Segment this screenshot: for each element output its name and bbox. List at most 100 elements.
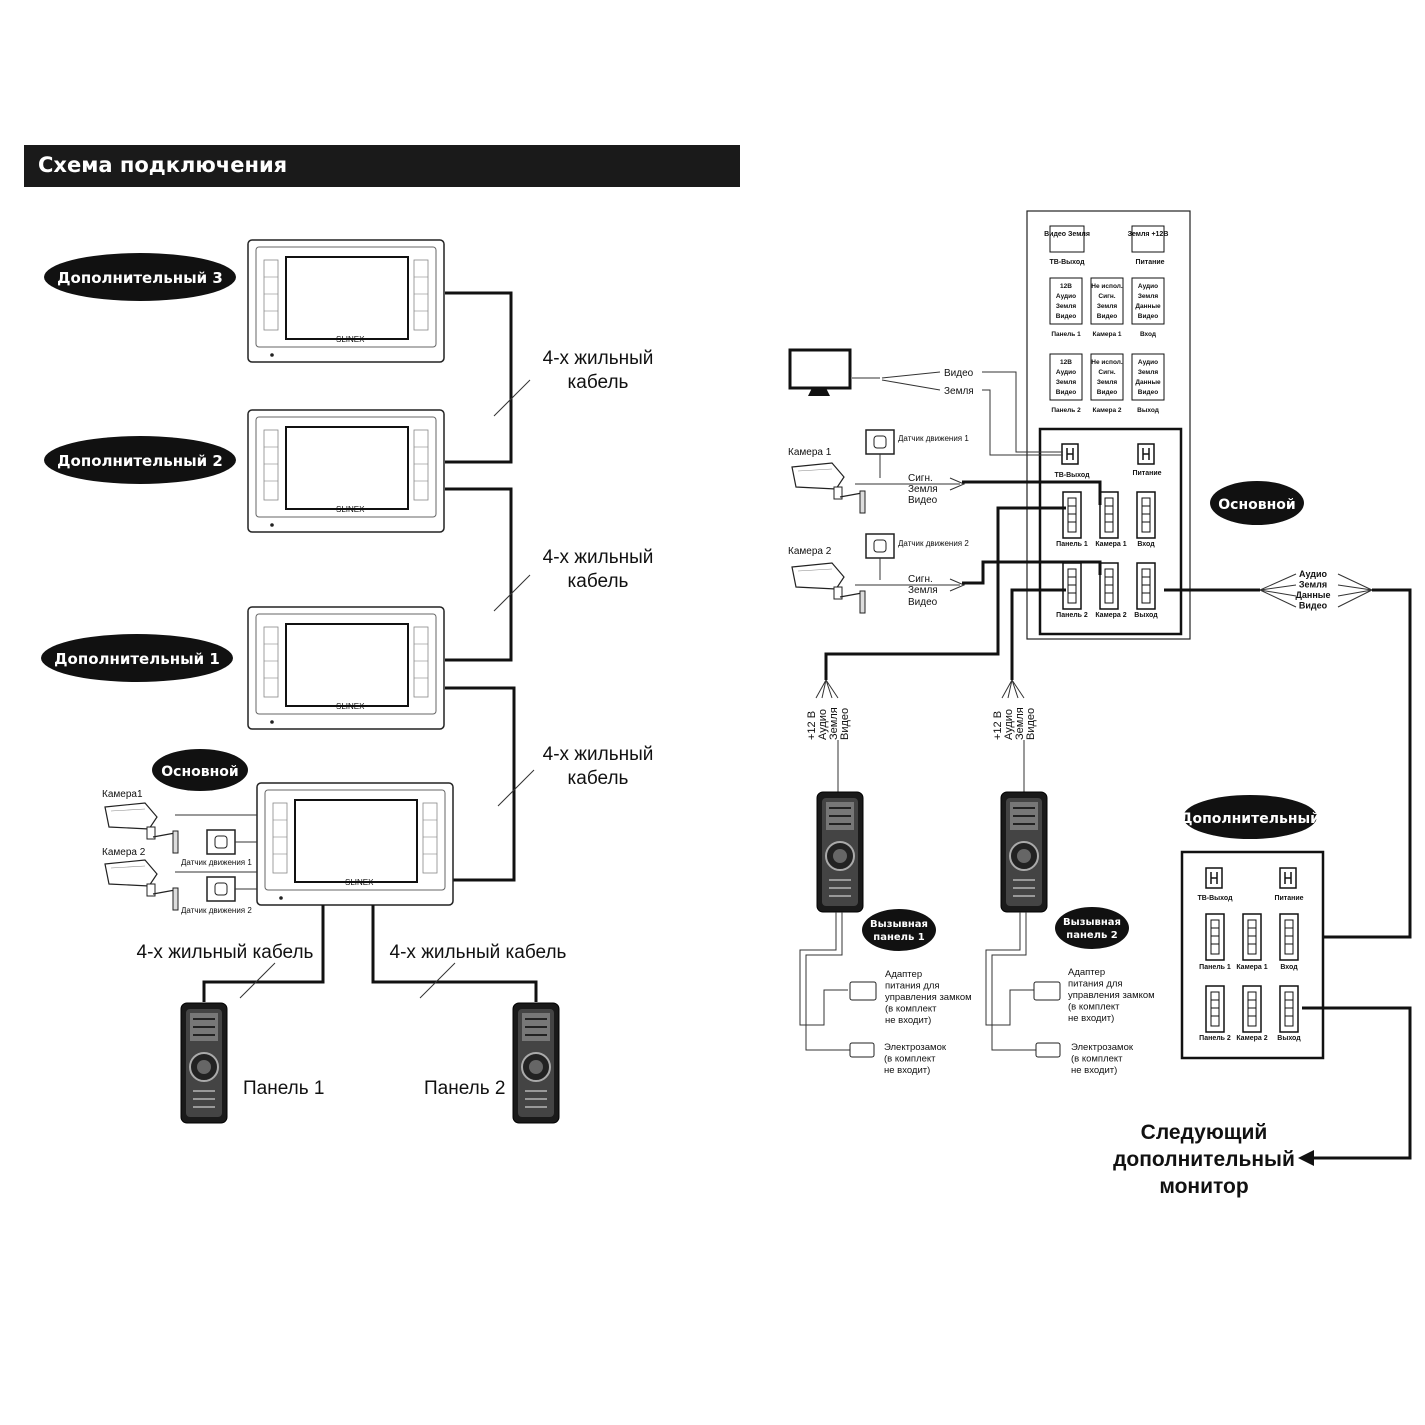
terminal-pin-label: Земля [1097,379,1118,386]
cable-label: 4-х жильный кабель [137,942,314,963]
power-pins-text: Земля +12В [1128,231,1169,238]
terminal-pin-label: Земля [1056,303,1077,310]
terminal-block-title: Панель 2 [1051,407,1081,414]
bus-wire-label: Видео [1299,601,1328,611]
cable-label: кабель [568,372,629,393]
extra-camera2-connector [1242,985,1262,1033]
sensor1-icon-right [865,429,895,455]
note-line: Электрозамок [884,1042,947,1053]
terminal-pin-label: Видео [1138,389,1158,396]
next-monitor-cable [1302,1006,1412,1160]
next-monitor-l2: дополнительный [1113,1148,1295,1171]
brand-label: SLINEX [336,505,365,514]
arrow-left-icon [1298,1150,1314,1166]
tv-ground-wire: Земля [944,386,974,397]
panel2-cable [1010,588,1066,680]
extra-tv-out-connector [1205,867,1223,889]
terminal-block-title: Панель 1 [1051,331,1081,338]
cam2-video: Видео [908,597,938,608]
pill-call-panel-1 [862,909,936,951]
panel2-label: Панель 2 [424,1078,505,1099]
camera2-label: Камера 2 [102,847,146,858]
note-line: питания для [885,981,940,992]
extra-board-power: Питание [1274,895,1303,902]
label-extra-2: Дополнительный 2 [57,452,223,470]
power-connector [1137,443,1155,465]
note-line: (в комплект [1068,1002,1120,1013]
panel2-device [512,1002,560,1124]
cam1-signal: Сигн. [908,473,933,484]
terminal-pin-label: Сигн. [1098,293,1115,300]
extra-power-connector [1279,867,1297,889]
terminal-pin-label: Видео [1138,313,1158,320]
bus-wire-label: Данные [1296,590,1331,600]
terminal-block-title: Камера 2 [1092,407,1121,414]
camera1-icon-right [791,462,866,514]
note-line: Адаптер [885,969,922,980]
cable-label: 4-х жильный [543,547,654,568]
sensor2-icon [206,876,236,902]
brand-label: SLINEX [336,335,365,344]
cable-main-panel1 [202,905,325,1002]
board-input: Вход [1137,541,1155,548]
call-panel-1-l2: панель 1 [873,932,924,943]
terminal-pin-label: Земля [1097,303,1118,310]
terminal-pin-label: Земля [1056,379,1077,386]
terminal-block [1131,277,1165,325]
next-monitor-l1: Следующий [1141,1121,1268,1144]
cable-label: 4-х жильный кабель [390,942,567,963]
cable-label: кабель [568,768,629,789]
note-line: (в комплект [884,1054,936,1065]
terminal-pin-label: Сигн. [1098,369,1115,376]
terminal-block-title: Камера 1 [1092,331,1121,338]
panel1-device [180,1002,228,1124]
extra-board-panel2: Панель 2 [1199,1035,1231,1042]
power-title: Питание [1135,259,1164,266]
pill-extra-2 [44,436,236,484]
pill-call-panel-2 [1055,907,1129,949]
pill-extra-1 [41,634,233,682]
section-title: Схема подключения [38,153,288,177]
extra-board-tv-out: ТВ-Выход [1197,895,1233,902]
extra-board-camera2: Камера 2 [1236,1035,1267,1042]
cable-main-panel2 [371,905,538,1002]
panel-wire-label: Видео [1025,708,1037,740]
cable-2-1 [445,487,513,662]
note-line: управления замком [885,992,972,1003]
tv-icon [788,348,852,390]
sensor1-label-right: Датчик движения 1 [898,434,969,443]
cable-3-2 [445,291,513,464]
terminal-pin-label: Аудио [1056,369,1076,376]
cam1-ground: Земля [908,484,938,495]
input-connector [1136,491,1156,539]
camera2-icon [104,859,179,911]
terminal-pin-label: 12В [1060,283,1072,290]
call-panel-1-device [816,791,864,913]
section-title-banner: Схема подключения [24,145,740,187]
panel-wire-label: Земля [1014,707,1026,740]
terminal-block-title: Выход [1137,407,1159,414]
terminal-pin-label: Не испол. [1091,283,1123,290]
terminal-pin-label: Данные [1135,379,1161,386]
camera2-icon-right [791,562,866,614]
cam1-video: Видео [908,495,938,506]
board-panel1: Панель 1 [1056,541,1088,548]
bus-cable-in [1302,588,1412,939]
extra-output-connector [1279,985,1299,1033]
board-output: Выход [1134,612,1158,619]
panel-wire-label: Аудио [817,709,829,740]
note-line: не входит) [885,1015,931,1026]
cable-label: кабель [568,571,629,592]
label-extra-3: Дополнительный 3 [57,269,223,287]
panel1-connector [1062,491,1082,539]
extra-panel1-connector [1205,913,1225,961]
board-camera1: Камера 1 [1095,541,1126,548]
terminal-block [1090,353,1124,401]
note-line: не входит) [884,1065,930,1076]
terminal-block [1049,353,1083,401]
terminal-block-title: Вход [1140,331,1156,338]
